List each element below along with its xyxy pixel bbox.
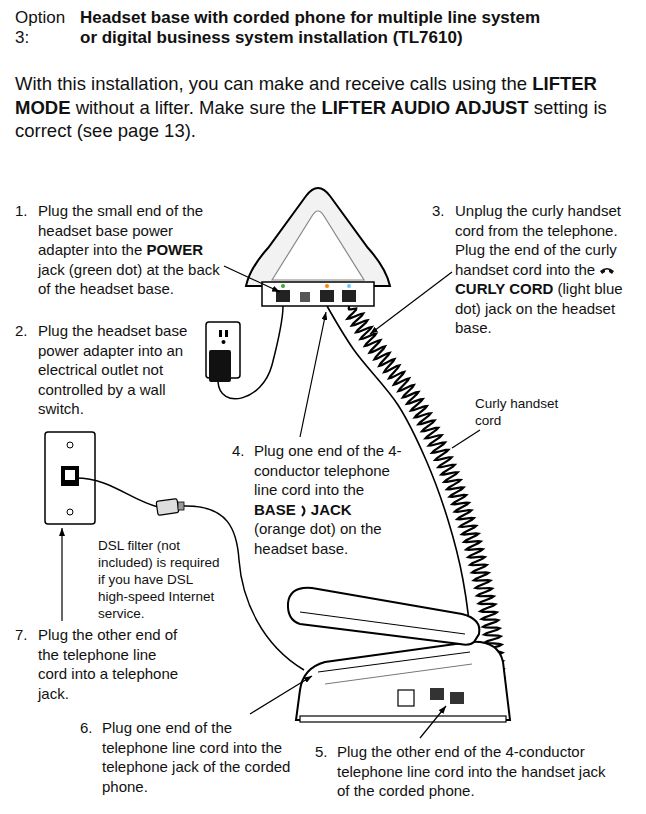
leader-line [300,312,326,437]
leader-line [224,266,280,292]
keypad-edge [325,664,472,684]
bold-term: BASE [254,501,296,518]
step-text: 5.Plug the other end of the 4-conductor … [337,742,617,801]
instruction-text: Option 3: [15,8,65,47]
instruction-text: Unplug the curly handset cord from the t… [455,202,621,278]
instruction-text: Plug one end of the 4-conductor telephon… [254,442,402,498]
leader-line [420,706,446,738]
jack-opening [65,470,75,480]
green-dot [281,284,285,288]
base-inner [272,211,364,280]
leader-line [61,528,62,621]
handset-line [300,612,465,634]
step-text: 7.Plug the other end of the telephone li… [38,625,183,703]
keypad-edge [318,652,470,672]
filter-plug [178,502,184,510]
wall-phone-jack [45,432,95,524]
leader-line [250,676,312,714]
headset-base [246,188,390,306]
step-text: 1.Plug the small end of the headset base… [38,201,220,299]
corded-phone [288,588,510,722]
jack-plate [45,432,95,524]
instruction-text: (orange dot) on the headset base. [254,520,382,557]
callout-number: 1. [15,201,28,221]
telephone-jack [430,688,444,700]
outlet-slot [219,330,222,337]
callout-number: 6. [80,718,93,738]
intro-text: With this installation, you can make and… [15,72,640,143]
instruction-text: Plug the other end of the telephone line… [38,626,178,702]
leader-line [370,272,452,334]
instruction-text: jack (green dot) at the back of the head… [38,261,220,298]
instruction-text: Plug one end of the telephone line cord … [102,719,290,795]
leader-line [452,430,480,448]
dsl-filter [156,499,184,516]
callout-number: 7. [15,625,28,645]
bold-term: JACK [311,501,352,518]
phone-stand [398,690,414,706]
instruction-text: Plug the other end of the 4-conductor te… [337,743,606,799]
jack [300,292,310,302]
callout-number: 4. [232,441,245,461]
power-jack [276,290,290,302]
option-label: Option 3: [15,8,79,48]
outlet-ground [222,340,226,344]
bold-term: POWER [146,241,203,258]
callout-number: 2. [15,321,28,341]
step-text: 2.Plug the headset base power adapter in… [38,321,200,419]
jack-socket [61,466,79,486]
light-blue-dot [347,284,351,288]
cord-label: Curly handset cord [475,395,570,429]
phone-cord [76,478,158,507]
note-text: DSL filter (not included) is required if… [98,537,223,622]
filter-body [156,499,179,516]
step-text: 4.Plug one end of the 4-conductor teleph… [254,441,402,558]
callout-number: 3. [432,201,445,221]
instruction-text: Curly handset cord [475,396,558,428]
handset-jack [450,692,464,704]
jack-icon [300,505,308,517]
callout-number: 5. [315,742,328,762]
base-dome [246,188,390,286]
phone-foot [300,716,506,722]
icon-shape [600,268,614,274]
instruction-text: DSL filter (not included) is required if… [98,538,220,621]
power-cord [218,306,283,399]
icon-shape [302,506,305,516]
step-text: 6.Plug one end of the telephone line cor… [102,718,294,796]
bold-term: CURLY CORD [455,280,553,297]
power-adapter [209,350,231,382]
instruction-text: Plug the headset base power adapter into… [38,322,187,417]
screw [67,509,73,515]
screw [67,442,73,448]
base-jack [320,290,334,302]
bold-term: LIFTER AUDIO ADJUST [321,97,528,118]
instruction-text: With this installation, you can make and… [15,73,527,94]
heading: Headset base with corded phone for multi… [80,8,542,48]
curly-cord-jack [342,290,356,302]
outlet-slot [225,330,228,337]
step-text: 3.Unplug the curly handset cord from the… [455,201,637,338]
phone-body [296,642,510,720]
orange-dot [325,284,329,288]
phone-handset [288,588,479,645]
wall-outlet [206,322,240,382]
instruction-text: without a lifter. Make sure the [76,97,317,118]
handset-icon [599,265,615,277]
back-panel [262,282,374,306]
